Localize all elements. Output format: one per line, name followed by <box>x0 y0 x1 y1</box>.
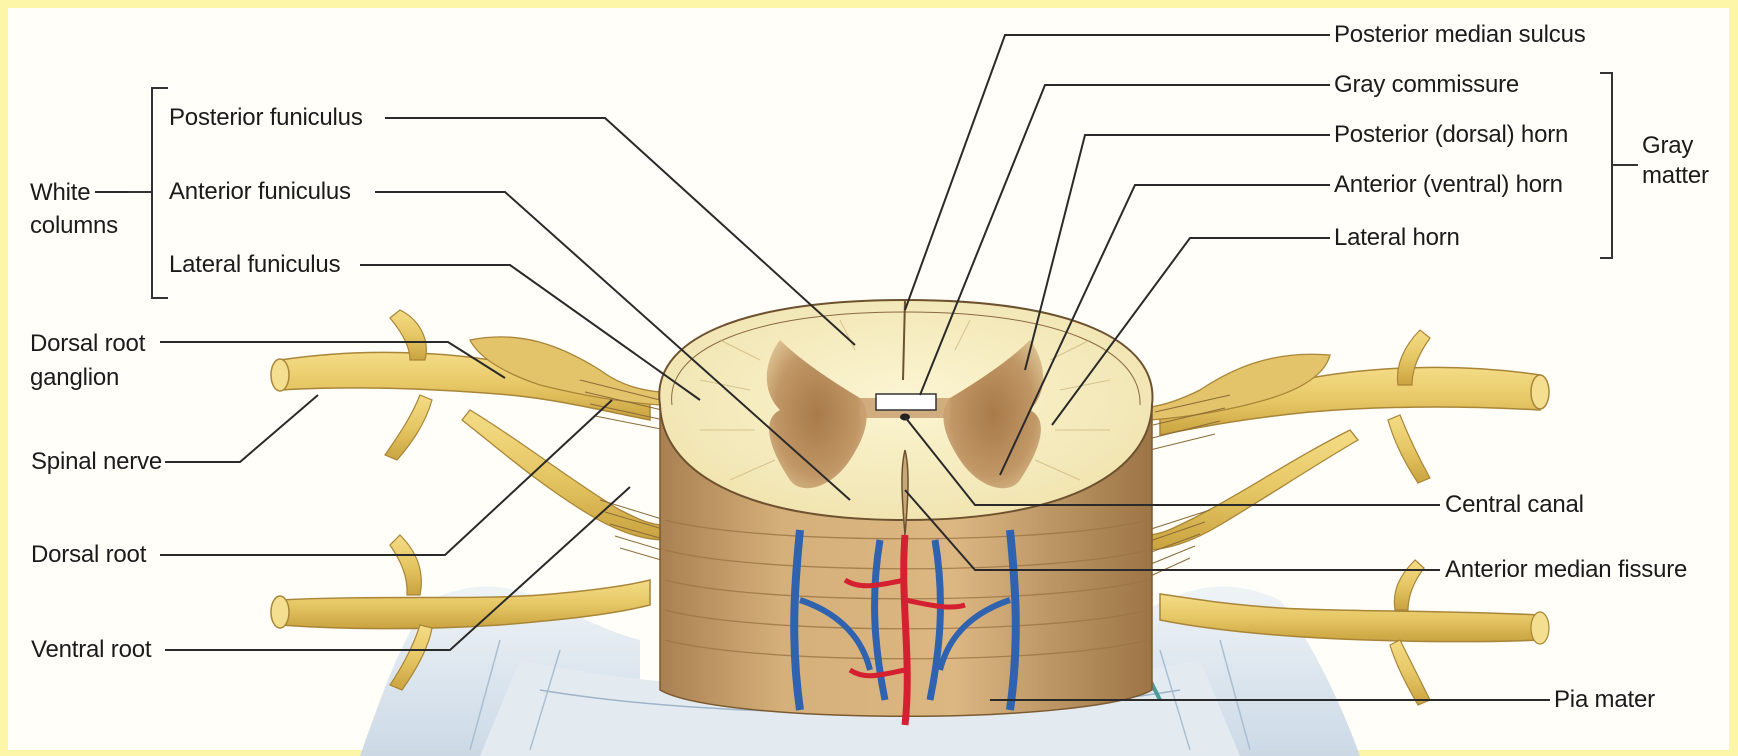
label-white-columns: White columns <box>30 176 118 242</box>
leader-spinal-nerve <box>165 395 318 462</box>
label-dorsal-root-ganglion-line1: Dorsal root <box>30 327 145 361</box>
label-posterior-funiculus: Posterior funiculus <box>168 104 364 132</box>
label-gray-matter-line1: Gray <box>1642 131 1709 161</box>
label-dorsal-root-ganglion: Dorsal root ganglion <box>30 327 145 395</box>
label-anterior-horn: Anterior (ventral) horn <box>1333 171 1564 199</box>
label-posterior-median-sulcus: Posterior median sulcus <box>1333 21 1587 49</box>
label-lateral-horn: Lateral horn <box>1333 224 1461 252</box>
label-central-canal: Central canal <box>1444 491 1585 519</box>
gray-matter-bracket <box>1600 73 1638 258</box>
label-dorsal-root-ganglion-line2: ganglion <box>30 361 145 395</box>
label-spinal-nerve: Spinal nerve <box>30 448 163 476</box>
label-gray-commissure: Gray commissure <box>1333 71 1520 99</box>
leader-posterior-median-sulcus <box>905 35 1330 310</box>
label-gray-matter: Gray matter <box>1642 131 1709 191</box>
white-columns-bracket <box>128 88 168 298</box>
label-anterior-median-fissure: Anterior median fissure <box>1444 556 1688 584</box>
label-dorsal-root: Dorsal root <box>30 541 147 569</box>
label-posterior-horn: Posterior (dorsal) horn <box>1333 121 1569 149</box>
label-ventral-root: Ventral root <box>30 636 152 664</box>
label-anterior-funiculus: Anterior funiculus <box>168 178 352 206</box>
label-lateral-funiculus: Lateral funiculus <box>168 251 341 279</box>
label-white-columns-line1: White <box>30 176 118 209</box>
label-gray-matter-line2: matter <box>1642 161 1709 191</box>
label-pia-mater: Pia mater <box>1553 686 1656 714</box>
label-white-columns-line2: columns <box>30 209 118 242</box>
